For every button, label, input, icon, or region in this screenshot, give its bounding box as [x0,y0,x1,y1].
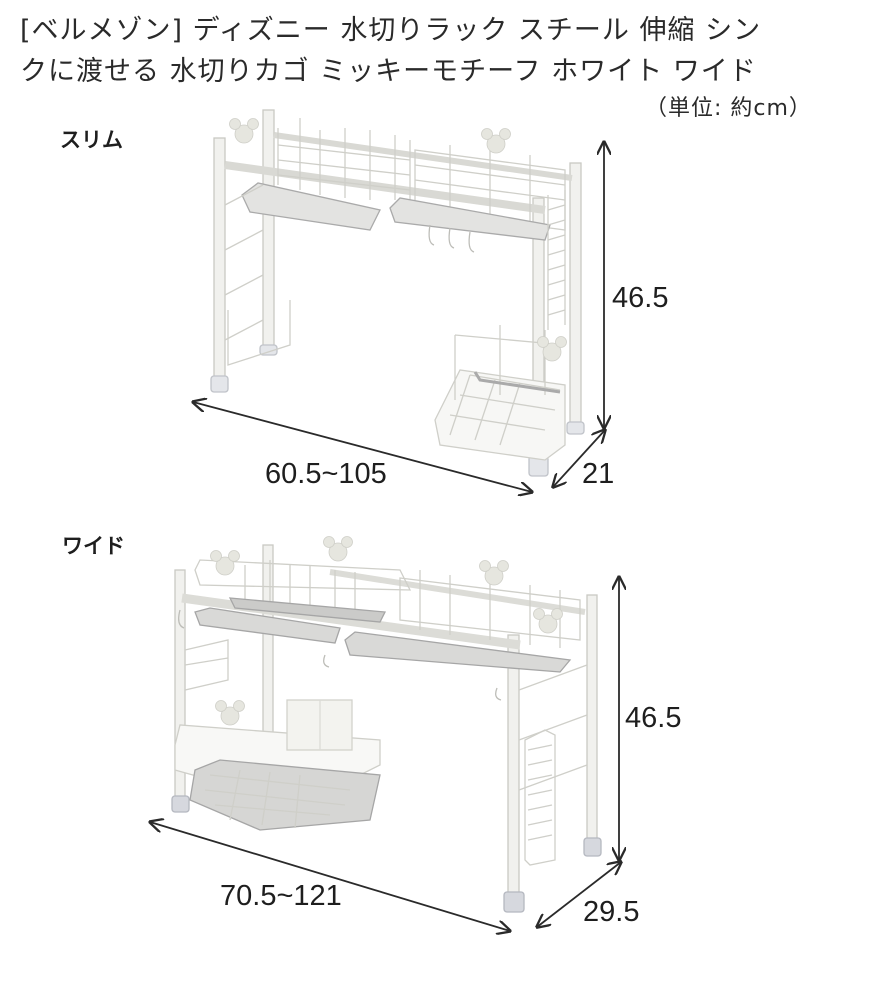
product-title: [ベルメゾン] ディズニー 水切りラック スチール 伸縮 シン クに渡せる 水切… [20,10,860,92]
slim-width-arrow [193,402,532,492]
slim-dimension-arrows [193,142,605,492]
title-line-1: [ベルメゾン] ディズニー 水切りラック スチール 伸縮 シン [20,15,762,46]
wide-rack-illustration [171,544,602,913]
slim-height-label: 46.5 [612,282,669,314]
variant-label-slim: スリム [60,128,123,152]
variant-label-wide: ワイド [62,534,125,558]
unit-note: （単位: 約cm） [645,96,812,121]
wide-depth-label: 29.5 [583,896,640,928]
wide-dimension-arrows [150,577,621,931]
title-line-2: クに渡せる 水切りカゴ ミッキーモチーフ ホワイト ワイド [20,56,757,87]
slim-depth-arrow [553,430,605,487]
slim-depth-label: 21 [582,458,615,490]
wide-width-arrow [150,822,510,931]
slim-width-label: 60.5~105 [265,458,387,490]
wide-height-label: 46.5 [625,702,682,734]
wide-width-label: 70.5~121 [220,880,342,912]
wide-depth-arrow [537,862,621,927]
